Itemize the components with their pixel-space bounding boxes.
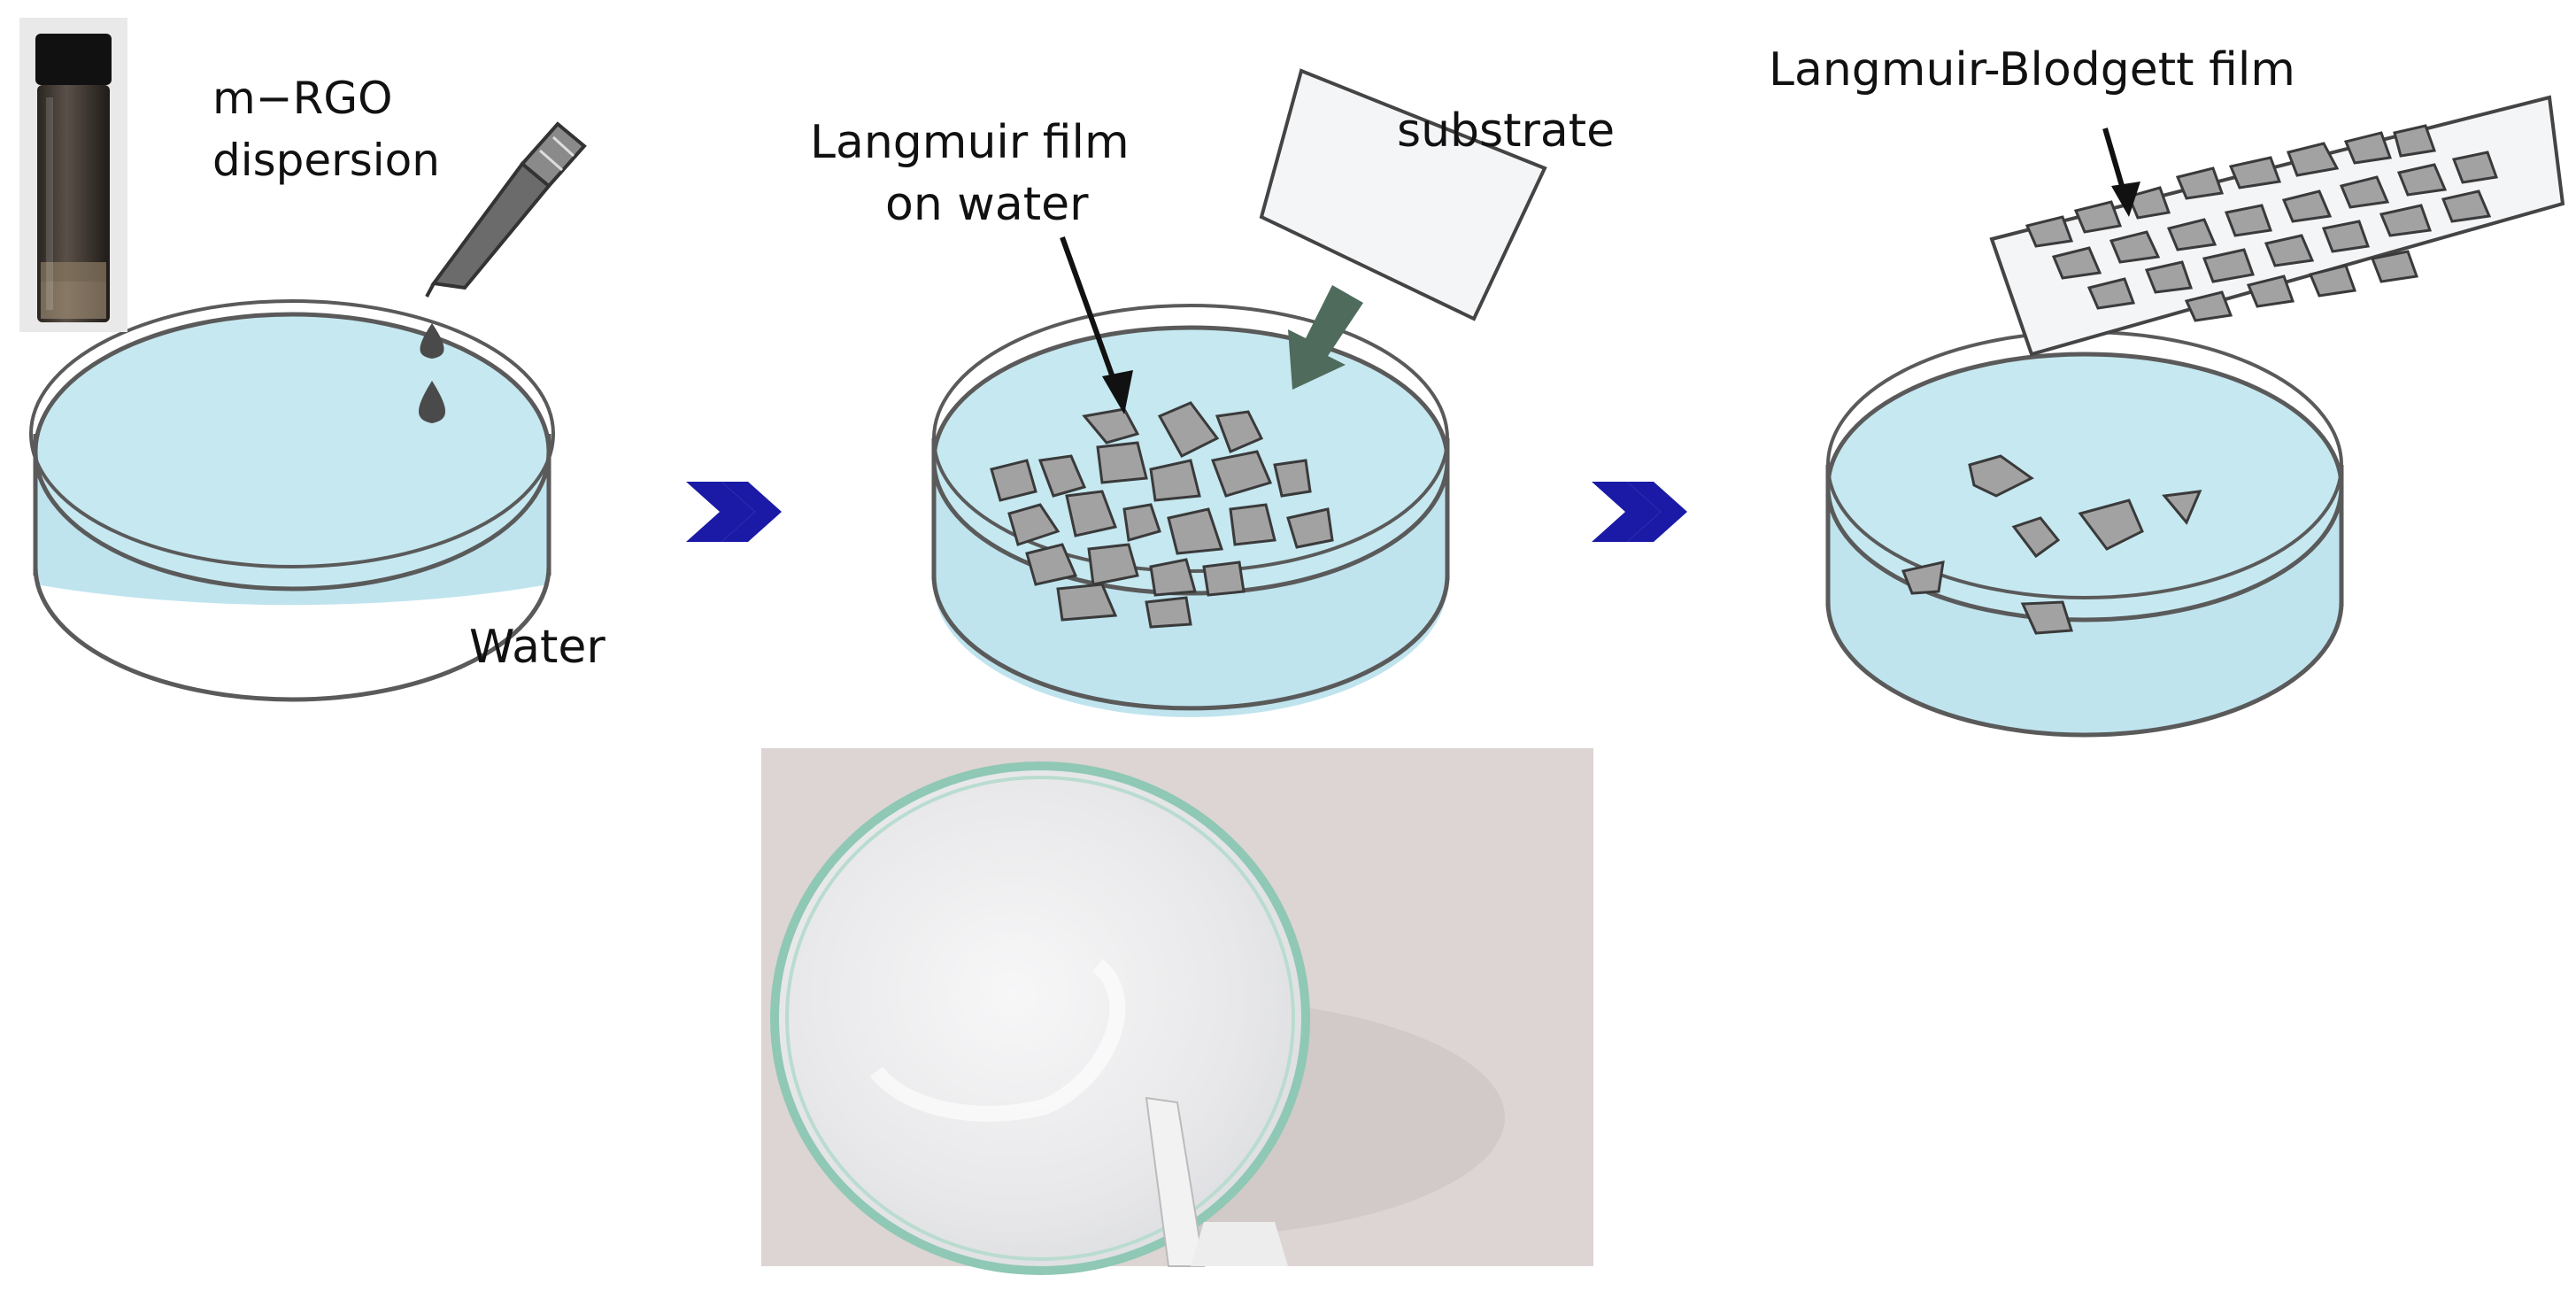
dish-rim xyxy=(29,299,555,568)
langmuir-film-label: Langmuir film on water xyxy=(810,116,1144,231)
petri-dish-photo xyxy=(761,748,1593,1275)
dispersion-label: m−RGO dispersion xyxy=(212,73,440,186)
mrgo-vial-photo xyxy=(19,18,127,332)
lb-film-pointer-arrow xyxy=(2102,128,2140,217)
substrate-label: substrate xyxy=(1397,104,1615,158)
vial-cap xyxy=(35,34,112,85)
droplet-icon xyxy=(420,323,444,359)
pipette-icon xyxy=(425,121,587,298)
substrate-slide xyxy=(1259,68,1547,321)
remaining-flakes xyxy=(1901,454,2202,635)
photo-dish-outer xyxy=(770,761,1310,1275)
dish-water-surface xyxy=(33,312,551,591)
lb-film-flakes xyxy=(2025,124,2499,322)
langmuir-pointer-arrow xyxy=(1060,236,1133,414)
petri-dish-langmuir xyxy=(931,304,1450,717)
double-chevron-arrow-icon xyxy=(686,482,782,542)
dip-arrow-icon xyxy=(1288,285,1363,390)
lb-film-substrate xyxy=(1989,95,2565,357)
langmuir-film-flakes xyxy=(990,401,1334,629)
droplet-icon xyxy=(419,381,445,423)
water-label: Water xyxy=(469,621,605,674)
petri-dish-water xyxy=(29,299,555,702)
dish-bottom-edge xyxy=(33,566,551,702)
petri-dish-after-transfer xyxy=(1825,330,2344,738)
double-chevron-arrow-icon xyxy=(1592,482,1687,542)
lb-film-label: Langmuir-Blodgett film xyxy=(1769,43,2295,97)
